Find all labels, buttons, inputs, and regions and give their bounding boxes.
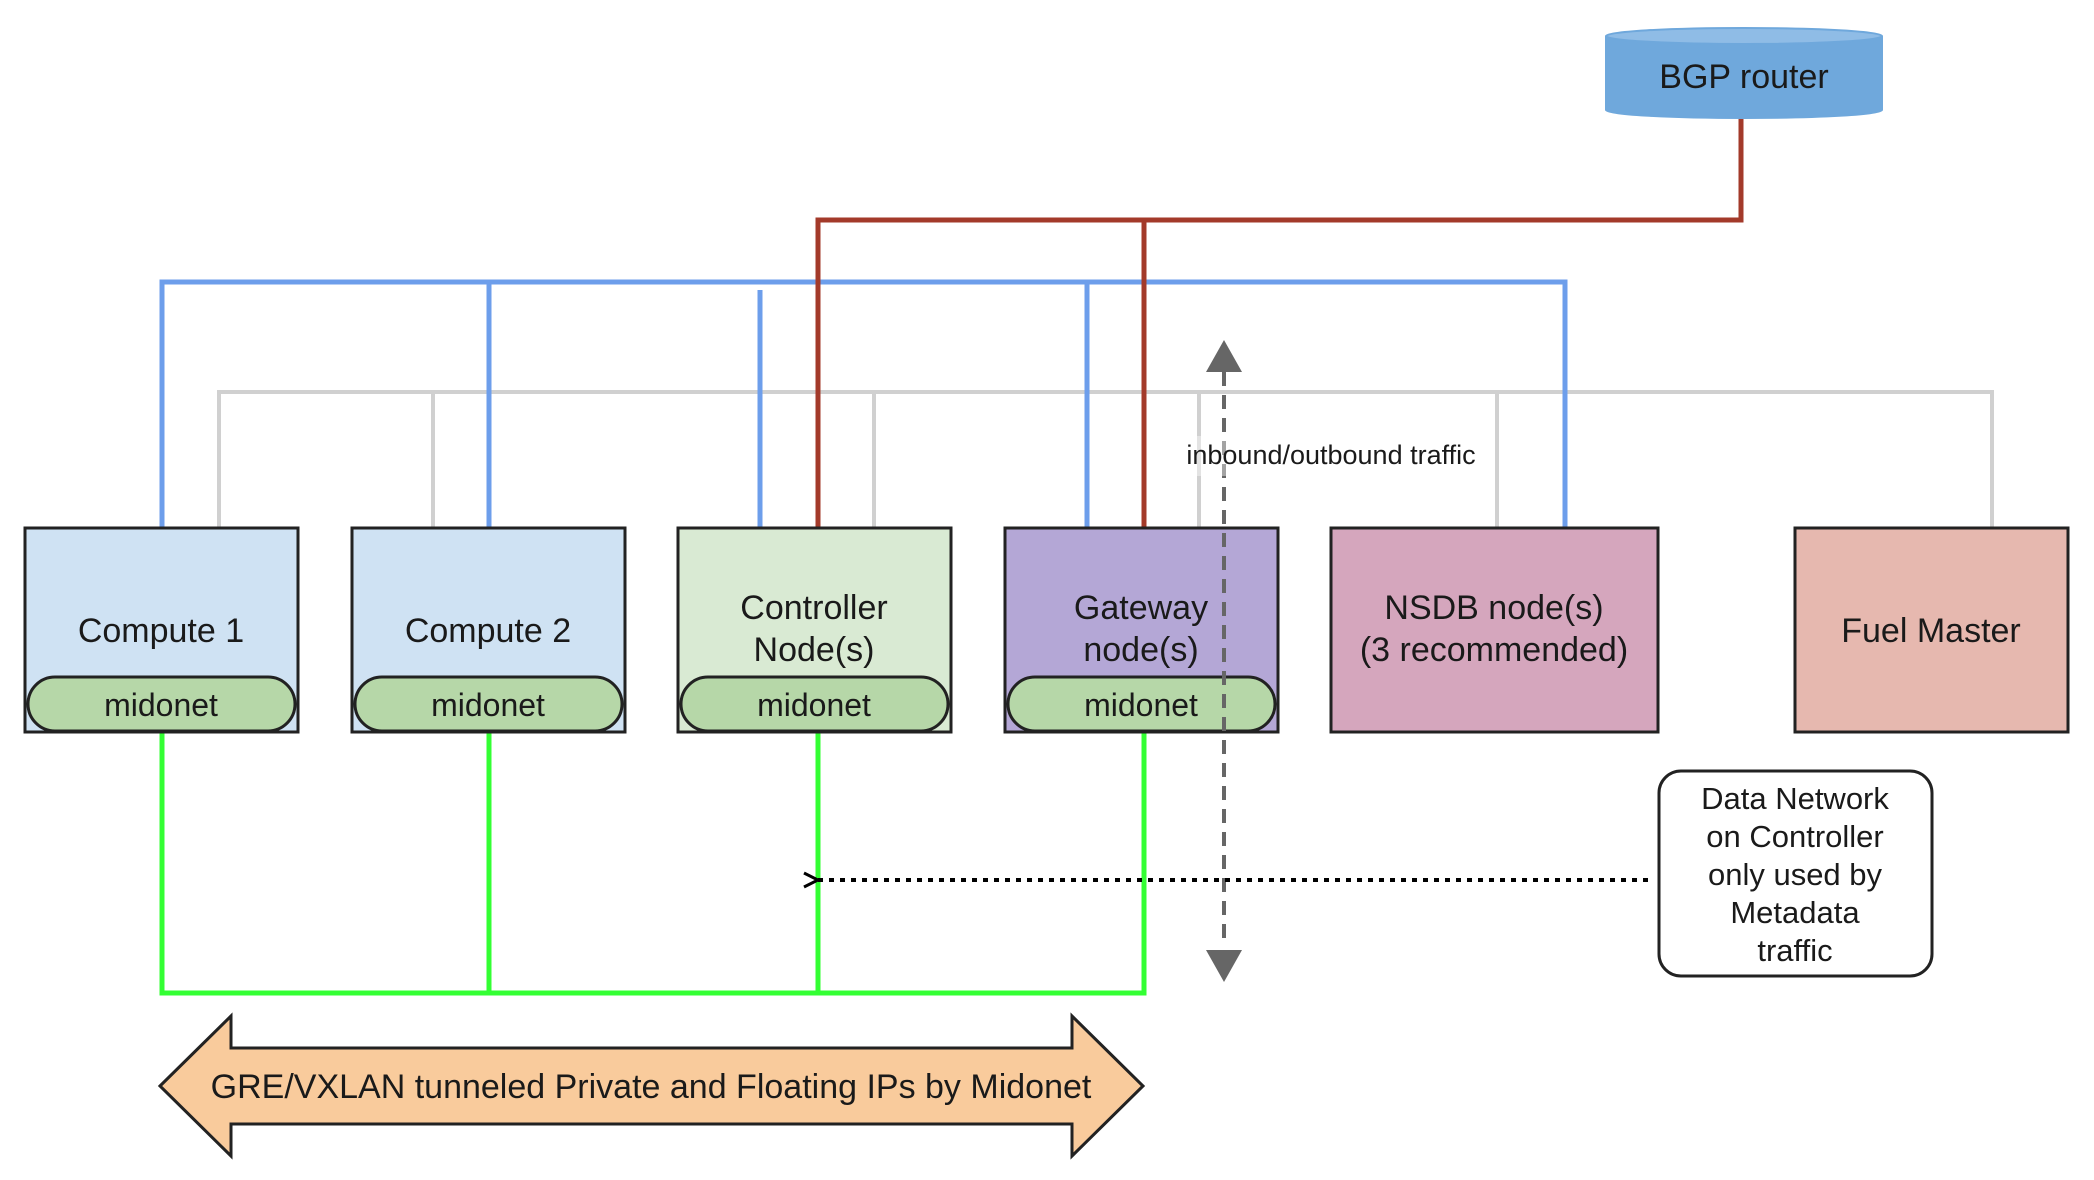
- tunnel-label: GRE/VXLAN tunneled Private and Floating …: [211, 1068, 1092, 1106]
- inbound-outbound-arrow: [1206, 340, 1242, 982]
- compute-2-node: Compute 2 midonet: [350, 526, 627, 734]
- compute-1-node: Compute 1 midonet: [23, 526, 300, 734]
- bgp-router: BGP router: [1605, 27, 1883, 119]
- nsdb-node: NSDB node(s) (3 recommended): [1329, 526, 1660, 734]
- note-line-2: on Controller: [1706, 819, 1883, 854]
- inbound-outbound-traffic-label: inbound/outbound traffic: [1186, 440, 1475, 470]
- compute-2-label: Compute 2: [405, 612, 571, 650]
- gateway-label-line2: node(s): [1083, 631, 1198, 669]
- blue-network: [159, 279, 1568, 528]
- green-network: [159, 728, 1147, 996]
- red-network: [815, 115, 1744, 528]
- controller-label-line2: Node(s): [754, 631, 875, 669]
- controller-midonet-label: midonet: [757, 687, 871, 723]
- data-network-note: Data Network on Controller only used by …: [1657, 769, 1934, 978]
- note-line-1: Data Network: [1701, 781, 1889, 816]
- gateway-midonet-label: midonet: [1084, 687, 1198, 723]
- compute-1-midonet-label: midonet: [104, 687, 218, 723]
- compute-2-midonet-label: midonet: [431, 687, 545, 723]
- note-line-3: only used by: [1708, 857, 1883, 892]
- gray-network: [217, 390, 1994, 528]
- controller-label-line1: Controller: [740, 589, 887, 627]
- bgp-router-label: BGP router: [1659, 58, 1828, 96]
- gre-vxlan-tunnel-arrow: GRE/VXLAN tunneled Private and Floating …: [157, 1012, 1146, 1160]
- controller-node: Controller Node(s) midonet: [676, 526, 953, 734]
- gateway-node: Gateway node(s) midonet: [1003, 526, 1280, 734]
- gateway-label-line1: Gateway: [1074, 589, 1208, 627]
- compute-1-label: Compute 1: [78, 612, 244, 650]
- fuel-master-label: Fuel Master: [1841, 612, 2021, 650]
- note-line-4: Metadata: [1730, 895, 1860, 930]
- note-line-5: traffic: [1757, 933, 1832, 968]
- nsdb-label-line2: (3 recommended): [1360, 631, 1628, 669]
- fuel-master-node: Fuel Master: [1793, 526, 2070, 734]
- nsdb-label-line1: NSDB node(s): [1384, 589, 1603, 627]
